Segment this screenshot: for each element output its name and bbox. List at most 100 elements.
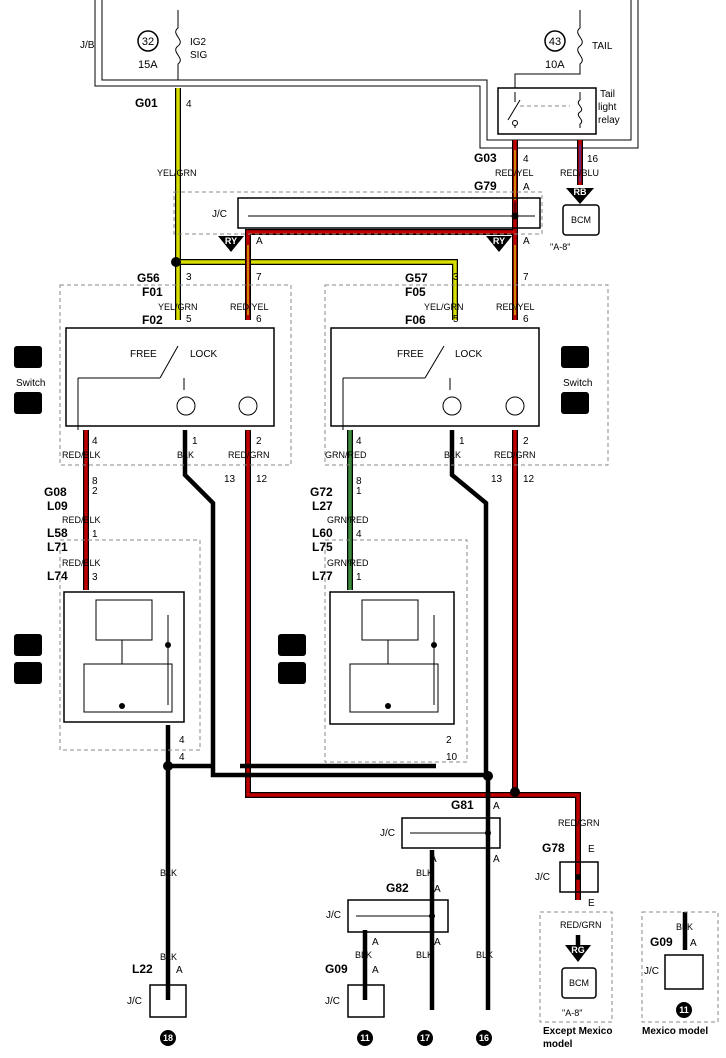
dash-right-heater (324, 539, 468, 763)
svg-text:TAIL: TAIL (592, 41, 613, 52)
svg-text:4: 4 (356, 529, 362, 540)
svg-text:12: 12 (256, 474, 268, 485)
svg-text:BLK: BLK (444, 450, 461, 460)
svg-text:L74: L74 (47, 569, 68, 583)
svg-text:G03: G03 (474, 151, 497, 165)
svg-text:43: 43 (549, 36, 561, 48)
svg-text:GRN/RED: GRN/RED (325, 450, 367, 460)
wire-red-yel (245, 140, 518, 320)
seat-switch-left: FREE LOCK (65, 327, 275, 430)
svg-text:Switch: Switch (16, 378, 45, 389)
svg-text:"A-8": "A-8" (562, 1008, 582, 1018)
dash-right-switch (324, 284, 609, 466)
jc-g78: J/C (535, 861, 599, 893)
svg-text:FREE: FREE (130, 349, 157, 360)
svg-text:F06: F06 (405, 313, 426, 327)
svg-text:4: 4 (186, 99, 192, 110)
svg-text:light: light (598, 102, 617, 113)
svg-text:6: 6 (256, 314, 262, 325)
badge-ry-2: RY (486, 236, 512, 252)
svg-text:G72: G72 (310, 485, 333, 499)
dash-jc (173, 191, 543, 235)
svg-text:L27: L27 (312, 499, 333, 513)
svg-text:BCM: BCM (571, 215, 591, 225)
svg-text:6: 6 (523, 314, 529, 325)
svg-text:3: 3 (186, 272, 192, 283)
wire-yel-grn (175, 88, 458, 320)
svg-text:J/C: J/C (380, 828, 395, 839)
svg-text:1: 1 (192, 436, 198, 447)
svg-text:2: 2 (523, 436, 529, 447)
svg-text:18: 18 (163, 1033, 173, 1043)
svg-text:2: 2 (256, 436, 262, 447)
svg-text:F05: F05 (405, 285, 426, 299)
splice-g56 (171, 257, 181, 267)
svg-text:4: 4 (179, 735, 185, 746)
svg-text:4: 4 (356, 436, 362, 447)
svg-text:RED/BLK: RED/BLK (62, 515, 101, 525)
svg-text:11: 11 (679, 1005, 689, 1015)
svg-text:FREE: FREE (397, 349, 424, 360)
svg-text:F01: F01 (142, 285, 163, 299)
svg-text:11: 11 (360, 1033, 370, 1043)
dash-left-switch (59, 284, 292, 466)
svg-text:GRN/RED: GRN/RED (327, 558, 369, 568)
badge-ry-1: RY (218, 236, 244, 252)
svg-text:RED/GRN: RED/GRN (558, 818, 600, 828)
splice-black (483, 771, 493, 781)
svg-text:BLK: BLK (676, 922, 693, 932)
svg-text:8: 8 (92, 476, 98, 487)
svg-text:Switch: Switch (563, 378, 592, 389)
connector-labels: G01 G03 G79 G56 F01 F02 G57 F05 F06 G08 … (44, 96, 673, 976)
svg-text:1: 1 (459, 436, 465, 447)
svg-text:L75: L75 (312, 540, 333, 554)
switch-icons-right: Switch (278, 346, 592, 684)
seat-switch-right: FREE LOCK (330, 327, 540, 430)
svg-text:BLK: BLK (416, 950, 433, 960)
mexico-label: Mexico model (642, 1026, 708, 1037)
svg-text:RY: RY (493, 236, 505, 246)
dash-left-heater (59, 539, 201, 751)
svg-text:G78: G78 (542, 841, 565, 855)
svg-text:LOCK: LOCK (455, 349, 483, 360)
svg-text:A: A (493, 801, 500, 812)
svg-text:13: 13 (224, 474, 236, 485)
jc-g09a: J/C (325, 984, 385, 1018)
svg-text:RED/YEL: RED/YEL (230, 302, 269, 312)
dash-mexico (641, 911, 719, 1023)
svg-text:GRN/RED: GRN/RED (327, 515, 369, 525)
svg-text:L77: L77 (312, 569, 333, 583)
svg-text:G57: G57 (405, 271, 428, 285)
svg-text:RED/YEL: RED/YEL (495, 168, 534, 178)
svg-text:Tail: Tail (600, 89, 615, 100)
jb-label: J/B (80, 40, 95, 51)
svg-text:BLK: BLK (476, 950, 493, 960)
ground-18: 18 (160, 1030, 176, 1046)
svg-text:10: 10 (446, 752, 458, 763)
svg-text:5: 5 (453, 314, 459, 325)
pin-numbers: 4 4 16 A A A 3 7 3 7 5 6 5 6 4 1 2 4 1 2… (92, 99, 697, 976)
svg-text:G81: G81 (451, 798, 474, 812)
bcm-top: BCM "A-8" (550, 204, 600, 252)
svg-text:BLK: BLK (160, 868, 177, 878)
jc-g82: J/C (326, 899, 449, 933)
ground-11a: 11 (357, 1030, 373, 1046)
tail-light-relay: Tail light relay (497, 87, 620, 135)
svg-text:relay: relay (598, 115, 620, 126)
svg-text:SIG: SIG (190, 50, 207, 61)
svg-text:J/C: J/C (326, 910, 341, 921)
svg-text:BCM: BCM (569, 978, 589, 988)
ground-16: 16 (476, 1030, 492, 1046)
svg-text:"A-8": "A-8" (550, 242, 570, 252)
jc-top: J/C (212, 197, 541, 229)
svg-text:4: 4 (179, 752, 185, 763)
svg-text:G01: G01 (135, 96, 158, 110)
svg-text:BLK: BLK (355, 950, 372, 960)
except-label: Except Mexico (543, 1026, 612, 1037)
svg-text:3: 3 (92, 572, 98, 583)
svg-text:A: A (434, 937, 441, 948)
svg-text:G08: G08 (44, 485, 67, 499)
svg-text:7: 7 (523, 272, 529, 283)
seat-heater-right (329, 591, 455, 725)
